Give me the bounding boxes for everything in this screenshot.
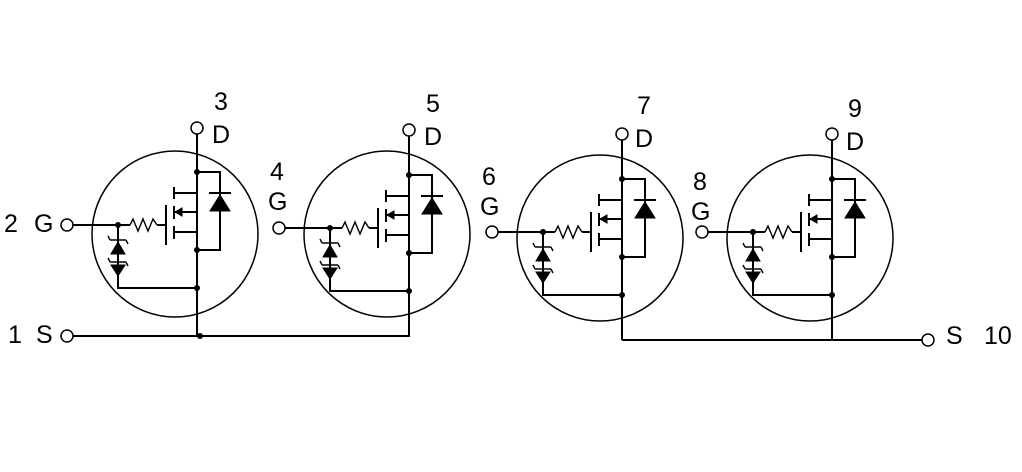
package-outline bbox=[726, 154, 894, 322]
body-arrow bbox=[598, 214, 608, 224]
source-bus-junction bbox=[197, 333, 203, 339]
drain-pin-number: 3 bbox=[214, 88, 228, 116]
gate-terminal[interactable] bbox=[60, 218, 74, 232]
package-outline bbox=[516, 154, 684, 322]
zener-pair bbox=[532, 242, 554, 274]
gate-pin-number: 4 bbox=[270, 158, 284, 186]
package-outline bbox=[303, 150, 471, 318]
zener-pair bbox=[107, 235, 129, 267]
drain-label: D bbox=[212, 121, 230, 149]
source-label-right: S bbox=[946, 322, 963, 350]
body-arrow bbox=[385, 210, 395, 220]
drain-terminal[interactable] bbox=[402, 123, 416, 137]
gate-terminal[interactable] bbox=[485, 225, 499, 239]
drain-terminal[interactable] bbox=[615, 127, 629, 141]
body-diode bbox=[209, 194, 231, 212]
body-arrow bbox=[173, 207, 183, 217]
source-pin-number-1: 1 bbox=[8, 321, 22, 349]
body-diode bbox=[421, 197, 443, 215]
drain-terminal[interactable] bbox=[825, 127, 839, 141]
body-diode bbox=[634, 201, 656, 219]
drain-pin-number: 5 bbox=[426, 90, 440, 118]
drain-pin-number: 7 bbox=[637, 92, 651, 120]
mosfet-unit-2: 4 G 5 D bbox=[268, 90, 471, 336]
drain-label: D bbox=[424, 123, 442, 151]
gate-label: G bbox=[691, 198, 710, 226]
gate-resistor bbox=[341, 220, 370, 236]
mosfet-unit-1: 3 D bbox=[60, 88, 259, 336]
drain-pin-number: 9 bbox=[848, 95, 862, 123]
zener-pair bbox=[319, 238, 341, 270]
gate-pin-number: 8 bbox=[693, 168, 707, 196]
gate-resistor bbox=[554, 224, 583, 240]
gate-label-left: G bbox=[34, 210, 53, 238]
gate-pin-number: 6 bbox=[482, 163, 496, 191]
body-diode bbox=[844, 201, 866, 219]
body-arrow bbox=[808, 214, 818, 224]
package-outline bbox=[91, 150, 259, 318]
gate-label: G bbox=[268, 188, 287, 216]
gate-pin-number-2: 2 bbox=[4, 210, 18, 238]
gate-resistor bbox=[129, 217, 158, 233]
zener-pair bbox=[742, 242, 764, 274]
drain-terminal[interactable] bbox=[190, 121, 204, 135]
gate-resistor bbox=[764, 224, 793, 240]
gate-terminal[interactable] bbox=[695, 225, 709, 239]
gate-terminal[interactable] bbox=[272, 221, 286, 235]
source-label-left: S bbox=[36, 321, 53, 349]
source-pin-number-10: 10 bbox=[984, 322, 1012, 350]
drain-label: D bbox=[846, 128, 864, 156]
drain-label: D bbox=[635, 125, 653, 153]
mosfet-unit-4: 8 G 9 D bbox=[691, 95, 894, 340]
mosfet-unit-3: 6 G 7 D bbox=[480, 92, 684, 340]
source-terminal-right[interactable] bbox=[921, 333, 935, 347]
source-terminal-left[interactable] bbox=[60, 329, 74, 343]
gate-label: G bbox=[480, 193, 499, 221]
